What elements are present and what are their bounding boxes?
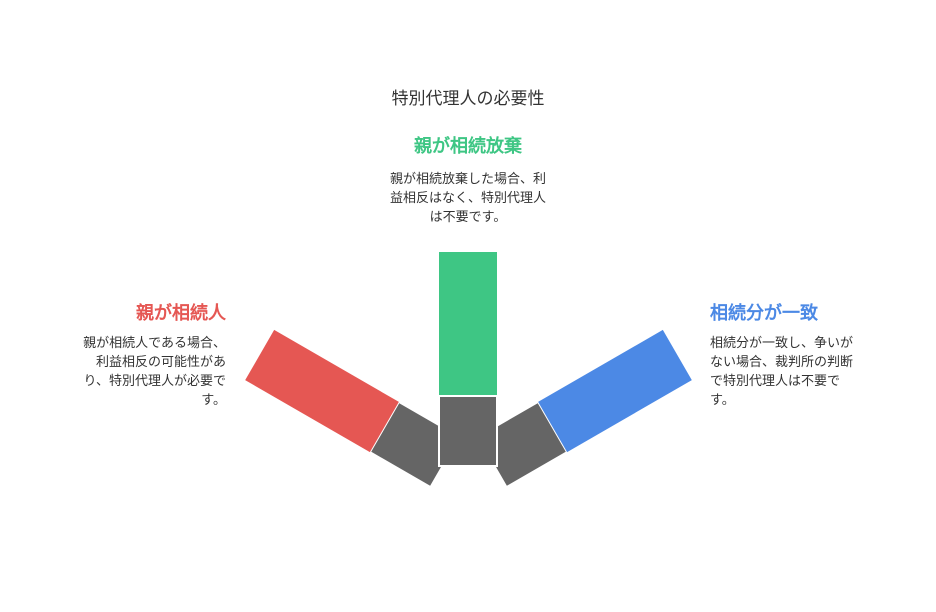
center-branch-description: 親が相続放棄した場合、利 益相反はなく、特別代理人 は不要です。	[389, 172, 546, 225]
center-branch-heading: 親が相続放棄	[414, 136, 522, 157]
left-arm-bar	[245, 329, 399, 453]
right-branch-heading: 相続分が一致	[710, 303, 818, 324]
right-arm	[476, 329, 692, 489]
right-arm-bar	[538, 329, 692, 453]
left-arm	[245, 329, 461, 489]
right-branch-description: 相続分が一致し、争いが ない場合、裁判所の判断 で特別代理人は不要で す。	[710, 336, 854, 408]
left-branch-heading: 親が相続人	[136, 303, 226, 324]
center-arm-bar	[439, 252, 497, 395]
center-arm-base	[438, 395, 498, 467]
center-arm	[438, 252, 498, 467]
left-branch-description: 親が相続人である場合、 利益相反の可能性があ り、特別代理人が必要で す。	[83, 336, 226, 408]
diagram-title: 特別代理人の必要性	[391, 89, 545, 109]
